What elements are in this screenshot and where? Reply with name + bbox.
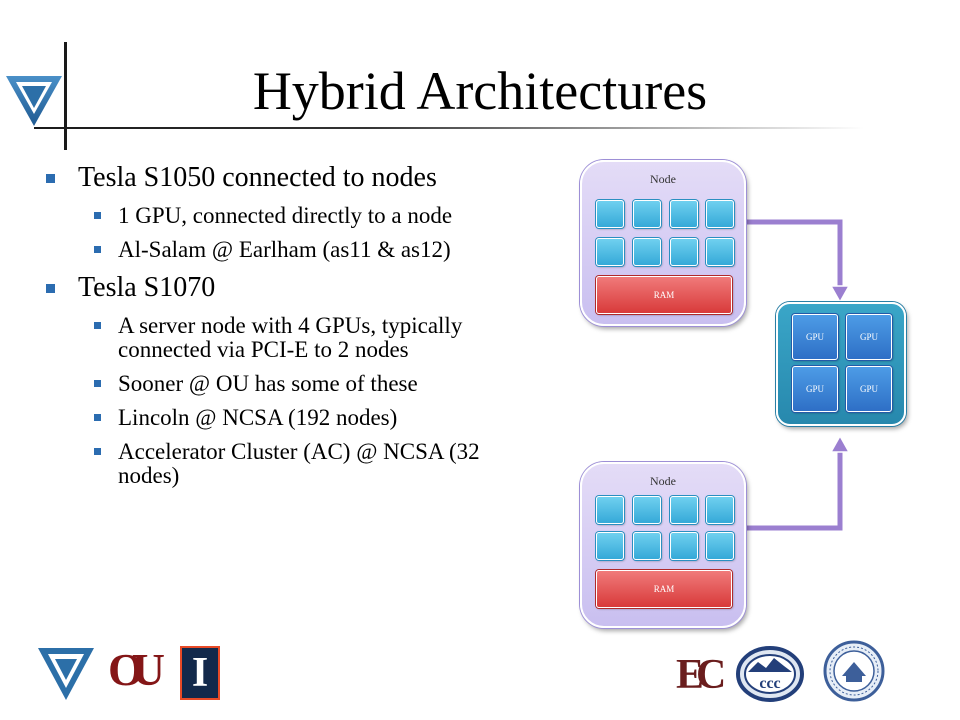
bullet-marker-icon [94, 414, 101, 421]
cpu-core [596, 200, 624, 228]
gpu-unit: GPU [846, 366, 892, 412]
hampton-seal-icon [823, 640, 885, 702]
sub-bullet-item: A server node with 4 GPUs, typically con… [92, 314, 516, 362]
slide-title: Hybrid Architectures [252, 61, 708, 121]
node-top: Node RAM [580, 160, 746, 326]
cpu-core [706, 200, 734, 228]
top-node-link [740, 219, 843, 288]
cpu-core [596, 238, 624, 266]
sub-bullet-item: Sooner @ OU has some of these [92, 372, 516, 396]
cpu-core [706, 532, 734, 560]
header-horizontal-rule [34, 127, 864, 129]
cpu-core [670, 200, 698, 228]
bullet-item: Tesla S1050 connected to nodes [46, 162, 516, 194]
bullet-marker-icon [46, 174, 55, 183]
node-bottom: Node RAM [580, 462, 746, 628]
bullet-text: Tesla S1070 [78, 272, 216, 303]
cpu-core [706, 496, 734, 524]
earlham-logo-text: EC [676, 652, 726, 698]
ram-block: RAM [596, 570, 732, 608]
cpu-core [596, 532, 624, 560]
sub-bullet-item: Accelerator Cluster (AC) @ NCSA (32 node… [92, 440, 516, 488]
cpu-core [670, 496, 698, 524]
bullet-marker-icon [94, 212, 101, 219]
sub-bullet-item: Al-Salam @ Earlham (as11 & as12) [92, 238, 516, 262]
earlham-logo-icon: EC [676, 648, 726, 704]
bullet-marker-icon [94, 448, 101, 455]
bullet-marker-icon [94, 246, 101, 253]
ccc-logo-icon: ccc [736, 646, 804, 702]
oscer-footer-logo-icon [38, 648, 94, 700]
bullet-marker-icon [46, 284, 55, 293]
connector-arrows [740, 218, 851, 532]
sub-bullet-text: Lincoln @ NCSA (192 nodes) [118, 405, 398, 430]
bullet-marker-icon [94, 322, 101, 329]
ou-logo-icon: OU [108, 640, 165, 702]
illinois-logo-icon: I [180, 646, 220, 700]
header-vertical-rule [64, 42, 67, 150]
bullet-list: Tesla S1050 connected to nodes 1 GPU, co… [46, 162, 516, 498]
node-label: Node [650, 172, 676, 186]
cpu-core [633, 496, 661, 524]
cpu-core [633, 532, 661, 560]
ccc-logo-text: ccc [759, 675, 780, 692]
bottom-node-link [740, 450, 843, 531]
cpu-core [670, 238, 698, 266]
sub-bullet-text: A server node with 4 GPUs, typically con… [118, 313, 463, 362]
sub-bullet-text: 1 GPU, connected directly to a node [118, 203, 453, 228]
ram-block: RAM [596, 276, 732, 314]
illinois-logo-text: I [191, 650, 209, 696]
arrow-down-icon [829, 285, 851, 304]
cpu-core [633, 238, 661, 266]
bullet-text: Tesla S1050 connected to nodes [78, 162, 437, 193]
bullet-marker-icon [94, 380, 101, 387]
cpu-core [633, 200, 661, 228]
bullet-item: Tesla S1070 [46, 272, 516, 304]
node-label: Node [650, 474, 676, 488]
cpu-core [596, 496, 624, 524]
gpu-server: GPU GPU GPU GPU [776, 302, 906, 426]
gpu-unit: GPU [792, 314, 838, 360]
sub-bullet-text: Accelerator Cluster (AC) @ NCSA (32 node… [118, 439, 480, 488]
cpu-core [670, 532, 698, 560]
sub-bullet-text: Sooner @ OU has some of these [118, 371, 418, 396]
cpu-core [706, 238, 734, 266]
sub-bullet-text: Al-Salam @ Earlham (as11 & as12) [118, 237, 451, 262]
gpu-unit: GPU [846, 314, 892, 360]
ou-logo-text: OU [108, 644, 165, 695]
gpu-unit: GPU [792, 366, 838, 412]
oscer-logo-icon [6, 76, 62, 126]
sub-bullet-item: 1 GPU, connected directly to a node [92, 204, 516, 228]
sub-bullet-item: Lincoln @ NCSA (192 nodes) [92, 406, 516, 430]
arrow-up-icon [829, 434, 851, 453]
